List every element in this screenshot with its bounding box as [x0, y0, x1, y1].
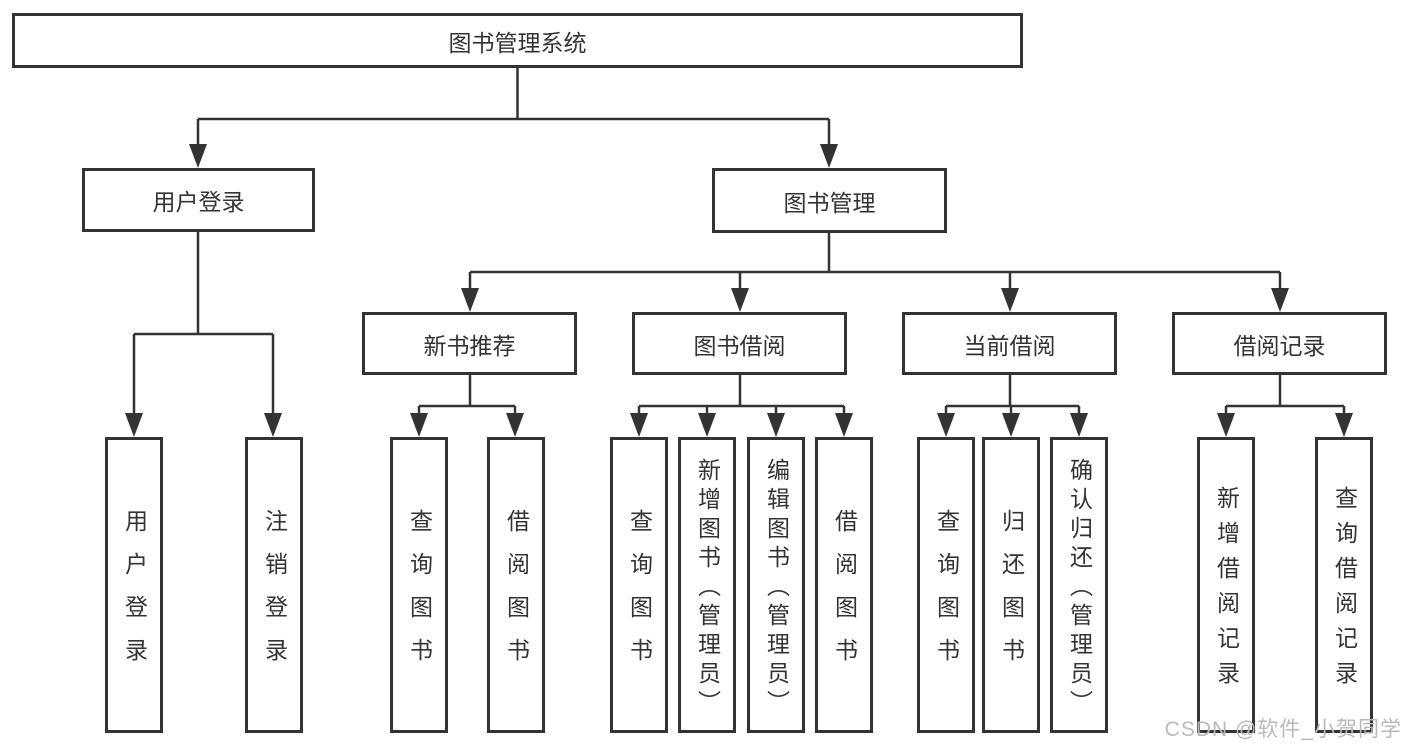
node-new-book-recommendation: 新书推荐	[362, 312, 577, 375]
leaf-logout: 注销登录	[245, 437, 303, 733]
leaf-user-login: 用户登录	[105, 437, 163, 733]
leaf-cb-confirm-return-admin-label: 确认归还（管理员）	[1066, 457, 1093, 719]
leaf-bb-edit-book-admin: 编辑图书（管理员）	[747, 437, 805, 733]
node-book-borrowing-label: 图书借阅	[693, 332, 786, 359]
leaf-bb-borrow-books: 借阅图书	[815, 437, 873, 733]
node-book-management-label: 图书管理	[783, 189, 876, 216]
leaf-br-add-borrow-record-label: 新增借阅记录	[1213, 486, 1240, 696]
leaf-bb-edit-book-admin-label: 编辑图书（管理员）	[763, 457, 790, 719]
leaf-bb-query-books: 查询图书	[610, 437, 668, 733]
leaf-bb-query-books-label: 查询图书	[626, 509, 653, 681]
leaf-user-login-label: 用户登录	[121, 509, 148, 681]
node-borrowing-records: 借阅记录	[1172, 312, 1387, 375]
node-current-borrowing: 当前借阅	[902, 312, 1117, 375]
node-book-management: 图书管理	[712, 168, 947, 233]
leaf-bb-add-book-admin-label: 新增图书（管理员）	[694, 457, 721, 719]
leaf-logout-label: 注销登录	[261, 509, 288, 681]
node-root-label: 图书管理系统	[448, 29, 587, 56]
leaf-nbr-borrow-books: 借阅图书	[487, 437, 545, 733]
node-new-book-recommendation-label: 新书推荐	[423, 332, 516, 359]
leaf-cb-confirm-return-admin: 确认归还（管理员）	[1050, 437, 1108, 733]
leaf-nbr-borrow-books-label: 借阅图书	[503, 509, 530, 681]
leaf-bb-borrow-books-label: 借阅图书	[831, 509, 858, 681]
leaf-cb-query-books: 查询图书	[917, 437, 975, 733]
leaf-bb-add-book-admin: 新增图书（管理员）	[678, 437, 736, 733]
leaf-cb-return-books-label: 归还图书	[998, 509, 1025, 681]
node-root: 图书管理系统	[12, 13, 1023, 68]
node-book-borrowing: 图书借阅	[632, 312, 847, 375]
node-user-login: 用户登录	[82, 168, 315, 232]
node-user-login-label: 用户登录	[152, 189, 245, 215]
node-borrowing-records-label: 借阅记录	[1233, 332, 1326, 359]
leaf-br-query-borrow-record: 查询借阅记录	[1315, 437, 1373, 733]
leaf-cb-return-books: 归还图书	[982, 437, 1040, 733]
watermark-text: CSDN @软件_小贺同学	[1164, 718, 1402, 741]
leaf-br-query-borrow-record-label: 查询借阅记录	[1331, 486, 1358, 696]
leaf-nbr-query-books: 查询图书	[390, 437, 448, 733]
leaf-nbr-query-books-label: 查询图书	[406, 509, 433, 681]
node-current-borrowing-label: 当前借阅	[963, 332, 1056, 359]
leaf-cb-query-books-label: 查询图书	[933, 509, 960, 681]
leaf-br-add-borrow-record: 新增借阅记录	[1197, 437, 1255, 733]
